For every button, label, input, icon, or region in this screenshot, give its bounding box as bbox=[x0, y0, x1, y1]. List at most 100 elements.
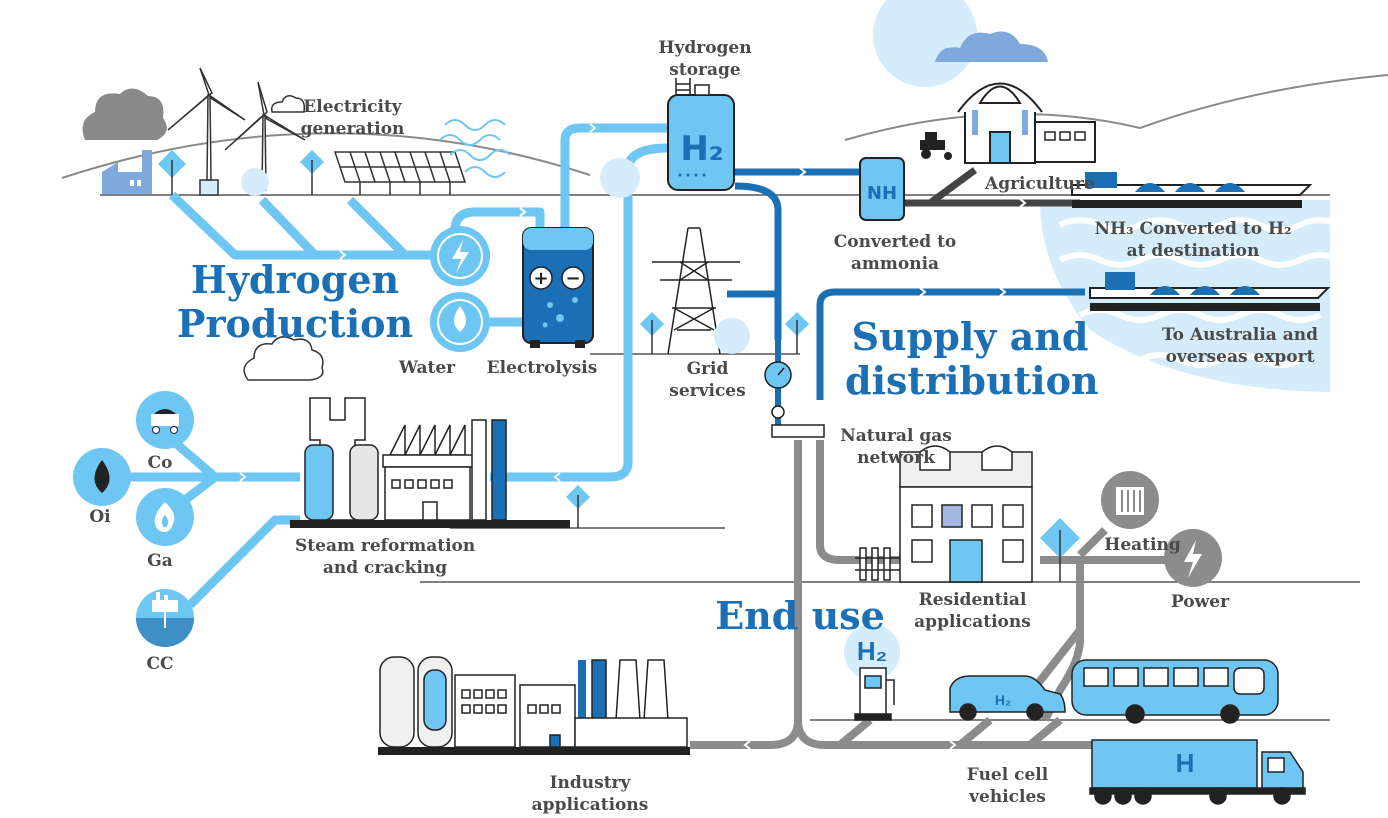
h2-badge-icon bbox=[844, 624, 900, 680]
factory-icon bbox=[102, 150, 152, 194]
section-title-line: distribution bbox=[845, 358, 1099, 403]
section-title-production: Hydrogen Production bbox=[170, 258, 420, 346]
hydrogen-storage-tank-icon bbox=[667, 78, 735, 191]
label-line: services bbox=[669, 381, 746, 401]
label-residential-applications: Residential applications bbox=[905, 589, 1040, 633]
plus-symbol: + bbox=[533, 268, 548, 289]
label-electrolysis: Electrolysis bbox=[486, 358, 598, 378]
section-title-line: Production bbox=[176, 301, 414, 346]
gas-flame-icon bbox=[136, 488, 194, 546]
label-export: To Australia and overseas export bbox=[1150, 324, 1330, 368]
label-line: and cracking bbox=[322, 558, 448, 578]
minus-symbol: − bbox=[565, 268, 580, 289]
label-nh3-converted: NH₃ Converted to H₂ at destination bbox=[1088, 218, 1298, 262]
tree-icon bbox=[566, 485, 590, 528]
station-h2-symbol: H₂ bbox=[856, 636, 888, 666]
label-steam-reformation: Steam reformation and cracking bbox=[295, 535, 475, 579]
heater-icon bbox=[1101, 471, 1159, 529]
label-water: Water bbox=[398, 358, 456, 378]
grey-pipes bbox=[690, 440, 1165, 749]
wind-turbine-icon bbox=[167, 67, 306, 196]
label-coal: Co bbox=[147, 453, 173, 473]
cloud-outline-icon bbox=[243, 336, 324, 381]
label-power: Power bbox=[1170, 592, 1230, 612]
power-bolt-icon bbox=[1164, 529, 1222, 587]
oil-drop-icon bbox=[73, 448, 131, 506]
label-line: Converted to bbox=[833, 232, 957, 252]
lightning-icon bbox=[430, 226, 490, 286]
pressure-gauge-icon bbox=[764, 340, 825, 438]
label-electricity-generation: Electricity generation bbox=[290, 96, 415, 140]
label-hydrogen-storage: Hydrogen storage bbox=[645, 37, 765, 81]
barn-icon bbox=[957, 82, 1096, 164]
industry-base bbox=[378, 747, 690, 755]
tree-icon bbox=[300, 150, 324, 195]
label-line: Residential bbox=[918, 590, 1027, 610]
bush-icon bbox=[600, 158, 640, 198]
hill-right bbox=[844, 74, 1388, 141]
dark-pipes-agriculture bbox=[905, 167, 1080, 207]
label-line: storage bbox=[669, 60, 741, 80]
sun-icon bbox=[873, 0, 977, 87]
tree-icon bbox=[640, 312, 664, 354]
smoke-cloud-icon bbox=[82, 88, 167, 140]
hill-left bbox=[61, 132, 591, 179]
label-line: overseas export bbox=[1165, 347, 1315, 367]
bus-icon bbox=[1071, 659, 1279, 724]
section-title-line: Hydrogen bbox=[190, 257, 400, 302]
truck-icon bbox=[1089, 739, 1306, 805]
fence-icon bbox=[855, 547, 900, 581]
label-line: Hydrogen bbox=[658, 38, 752, 58]
label-line: vehicles bbox=[969, 787, 1046, 807]
solar-panel-icon bbox=[333, 151, 467, 195]
car-h2-symbol: H₂ bbox=[994, 692, 1012, 708]
label-line: applications bbox=[531, 795, 649, 815]
label-gas: Ga bbox=[147, 551, 173, 571]
bush-icon bbox=[241, 168, 269, 196]
label-grid-services: Grid services bbox=[655, 358, 760, 402]
tree-icon bbox=[785, 312, 809, 354]
house-icon bbox=[899, 445, 1033, 583]
label-line: Natural gas bbox=[840, 426, 952, 446]
label-line: generation bbox=[300, 119, 405, 139]
ammonia-tank-icon bbox=[859, 157, 905, 221]
tree-icon bbox=[1040, 518, 1080, 582]
refinery-base bbox=[290, 520, 570, 528]
label-line: NH₃ Converted to H₂ bbox=[1094, 219, 1292, 239]
tank-h2-symbol: H₂ bbox=[680, 129, 723, 169]
label-industry-applications: Industry applications bbox=[520, 772, 660, 816]
label-line: Fuel cell bbox=[966, 765, 1049, 785]
label-line: Grid bbox=[686, 359, 729, 379]
label-line: To Australia and bbox=[1161, 325, 1318, 345]
section-title-end-use: End use bbox=[715, 593, 885, 638]
coal-cart-icon bbox=[136, 391, 194, 449]
refinery-icon bbox=[304, 397, 507, 521]
label-heating: Heating bbox=[1104, 535, 1181, 555]
water-drop-icon bbox=[430, 292, 490, 352]
section-title-supply: Supply and distribution bbox=[845, 315, 1099, 403]
label-line: Electricity bbox=[303, 97, 402, 117]
fuel-pump-icon bbox=[854, 667, 895, 721]
bush-icon bbox=[714, 318, 750, 354]
cloud-outline-icon bbox=[270, 95, 306, 113]
label-fuel-cell-vehicles: Fuel cell vehicles bbox=[955, 764, 1060, 808]
label-converted-to-ammonia: Converted to ammonia bbox=[825, 231, 965, 275]
label-line: Steam reformation bbox=[295, 536, 476, 556]
label-ccs: CC bbox=[146, 654, 174, 674]
ammonia-tank-symbol: NH bbox=[867, 183, 897, 204]
label-line: ammonia bbox=[850, 254, 940, 274]
label-line: at destination bbox=[1126, 241, 1260, 261]
pipe-flow-arrows bbox=[239, 123, 1027, 750]
cloud-icon bbox=[935, 31, 1048, 62]
label-line: applications bbox=[914, 612, 1031, 632]
ccs-icon bbox=[136, 589, 194, 647]
label-line: network bbox=[857, 448, 935, 468]
dark-blue-pipes bbox=[727, 168, 1085, 400]
label-oil: Oi bbox=[89, 507, 111, 527]
car-icon bbox=[949, 675, 1066, 721]
label-line: Industry bbox=[549, 773, 631, 793]
heat-wave-icon bbox=[439, 119, 511, 178]
label-agriculture: Agriculture bbox=[985, 174, 1095, 194]
ship-icon bbox=[1089, 272, 1331, 311]
industry-icon bbox=[379, 656, 688, 748]
